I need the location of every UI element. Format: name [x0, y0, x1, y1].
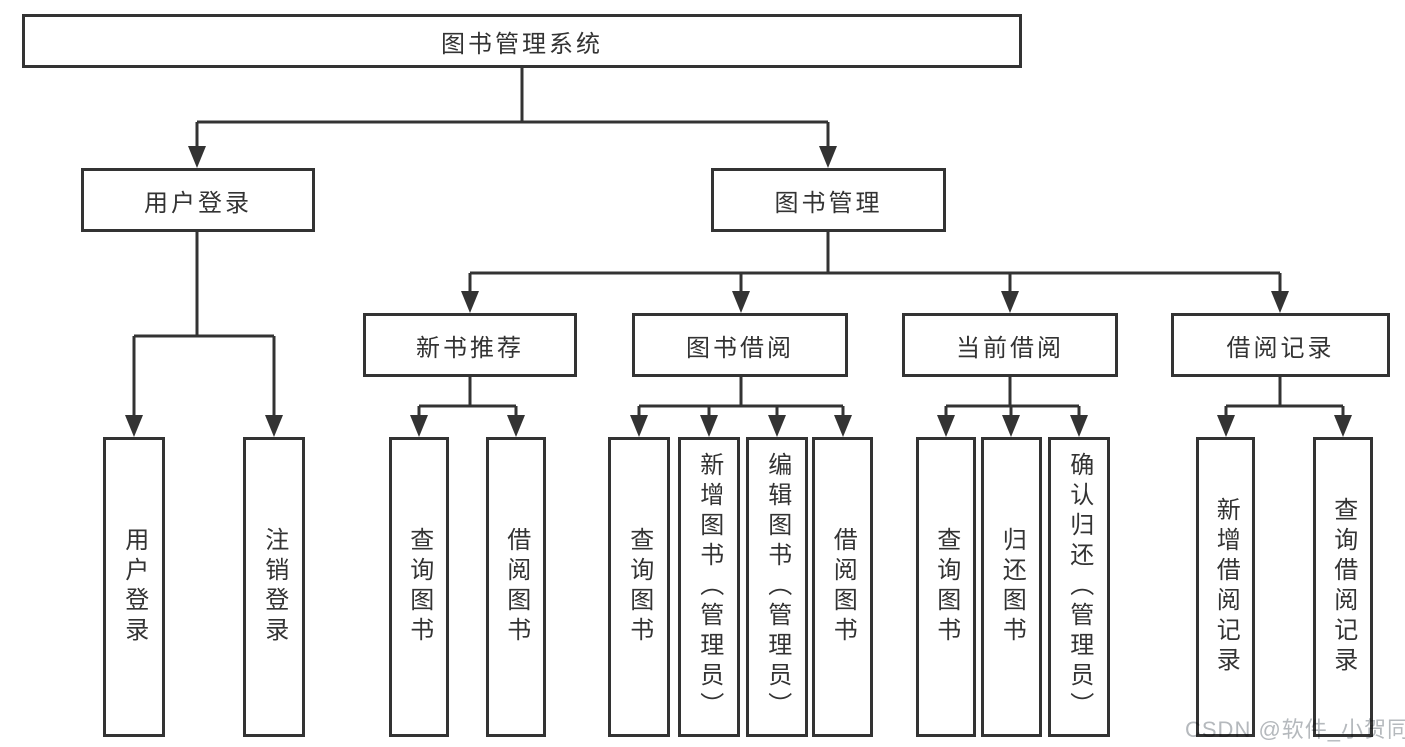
node-new-book-recommend: 新书推荐 [363, 313, 577, 377]
node-book-management: 图书管理 [711, 168, 946, 232]
leaf-edit-books-admin: 编辑图书（管理员） [746, 437, 808, 737]
leaf-user-login: 用户登录 [103, 437, 165, 737]
leaf-add-borrow-record-label: 新增借阅记录 [1212, 497, 1240, 677]
leaf-query-books-3-label: 查询图书 [932, 527, 960, 647]
leaf-return-books: 归还图书 [981, 437, 1042, 737]
watermark: CSDN @软件_小贺同学 [1185, 717, 1405, 742]
leaf-confirm-return-admin-label: 确认归还（管理员） [1065, 452, 1093, 722]
node-borrow-records-label: 借阅记录 [1226, 334, 1335, 362]
leaf-edit-books-admin-label: 编辑图书（管理员） [763, 452, 791, 722]
leaf-query-books-1-label: 查询图书 [405, 527, 433, 647]
leaf-add-borrow-record: 新增借阅记录 [1196, 437, 1255, 737]
leaf-query-books-1: 查询图书 [389, 437, 449, 737]
leaf-borrow-books-1: 借阅图书 [486, 437, 546, 737]
node-book-borrow: 图书借阅 [632, 313, 848, 377]
leaf-borrow-books-2-label: 借阅图书 [829, 527, 857, 647]
leaf-query-borrow-record: 查询借阅记录 [1313, 437, 1373, 737]
node-book-borrow-label: 图书借阅 [686, 334, 794, 362]
leaf-query-borrow-record-label: 查询借阅记录 [1329, 497, 1357, 677]
leaf-user-login-label: 用户登录 [120, 527, 148, 647]
node-new-book-recommend-label: 新书推荐 [416, 334, 524, 362]
leaf-add-books-admin: 新增图书（管理员） [678, 437, 740, 737]
leaf-query-books-3: 查询图书 [916, 437, 976, 737]
node-root: 图书管理系统 [22, 14, 1022, 68]
node-current-borrow-label: 当前借阅 [956, 334, 1064, 362]
node-root-label: 图书管理系统 [441, 30, 603, 58]
leaf-borrow-books-1-label: 借阅图书 [502, 527, 530, 647]
leaf-borrow-books-2: 借阅图书 [812, 437, 873, 737]
node-borrow-records: 借阅记录 [1171, 313, 1390, 377]
leaf-query-books-2-label: 查询图书 [625, 527, 653, 647]
leaf-confirm-return-admin: 确认归还（管理员） [1048, 437, 1110, 737]
node-user-login: 用户登录 [81, 168, 315, 232]
leaf-query-books-2: 查询图书 [608, 437, 670, 737]
node-current-borrow: 当前借阅 [902, 313, 1118, 377]
leaf-return-books-label: 归还图书 [998, 527, 1026, 647]
leaf-add-books-admin-label: 新增图书（管理员） [695, 452, 723, 722]
node-user-login-label: 用户登录 [144, 189, 252, 217]
leaf-logout: 注销登录 [243, 437, 305, 737]
node-book-management-label: 图书管理 [774, 189, 883, 217]
leaf-logout-label: 注销登录 [260, 527, 288, 647]
